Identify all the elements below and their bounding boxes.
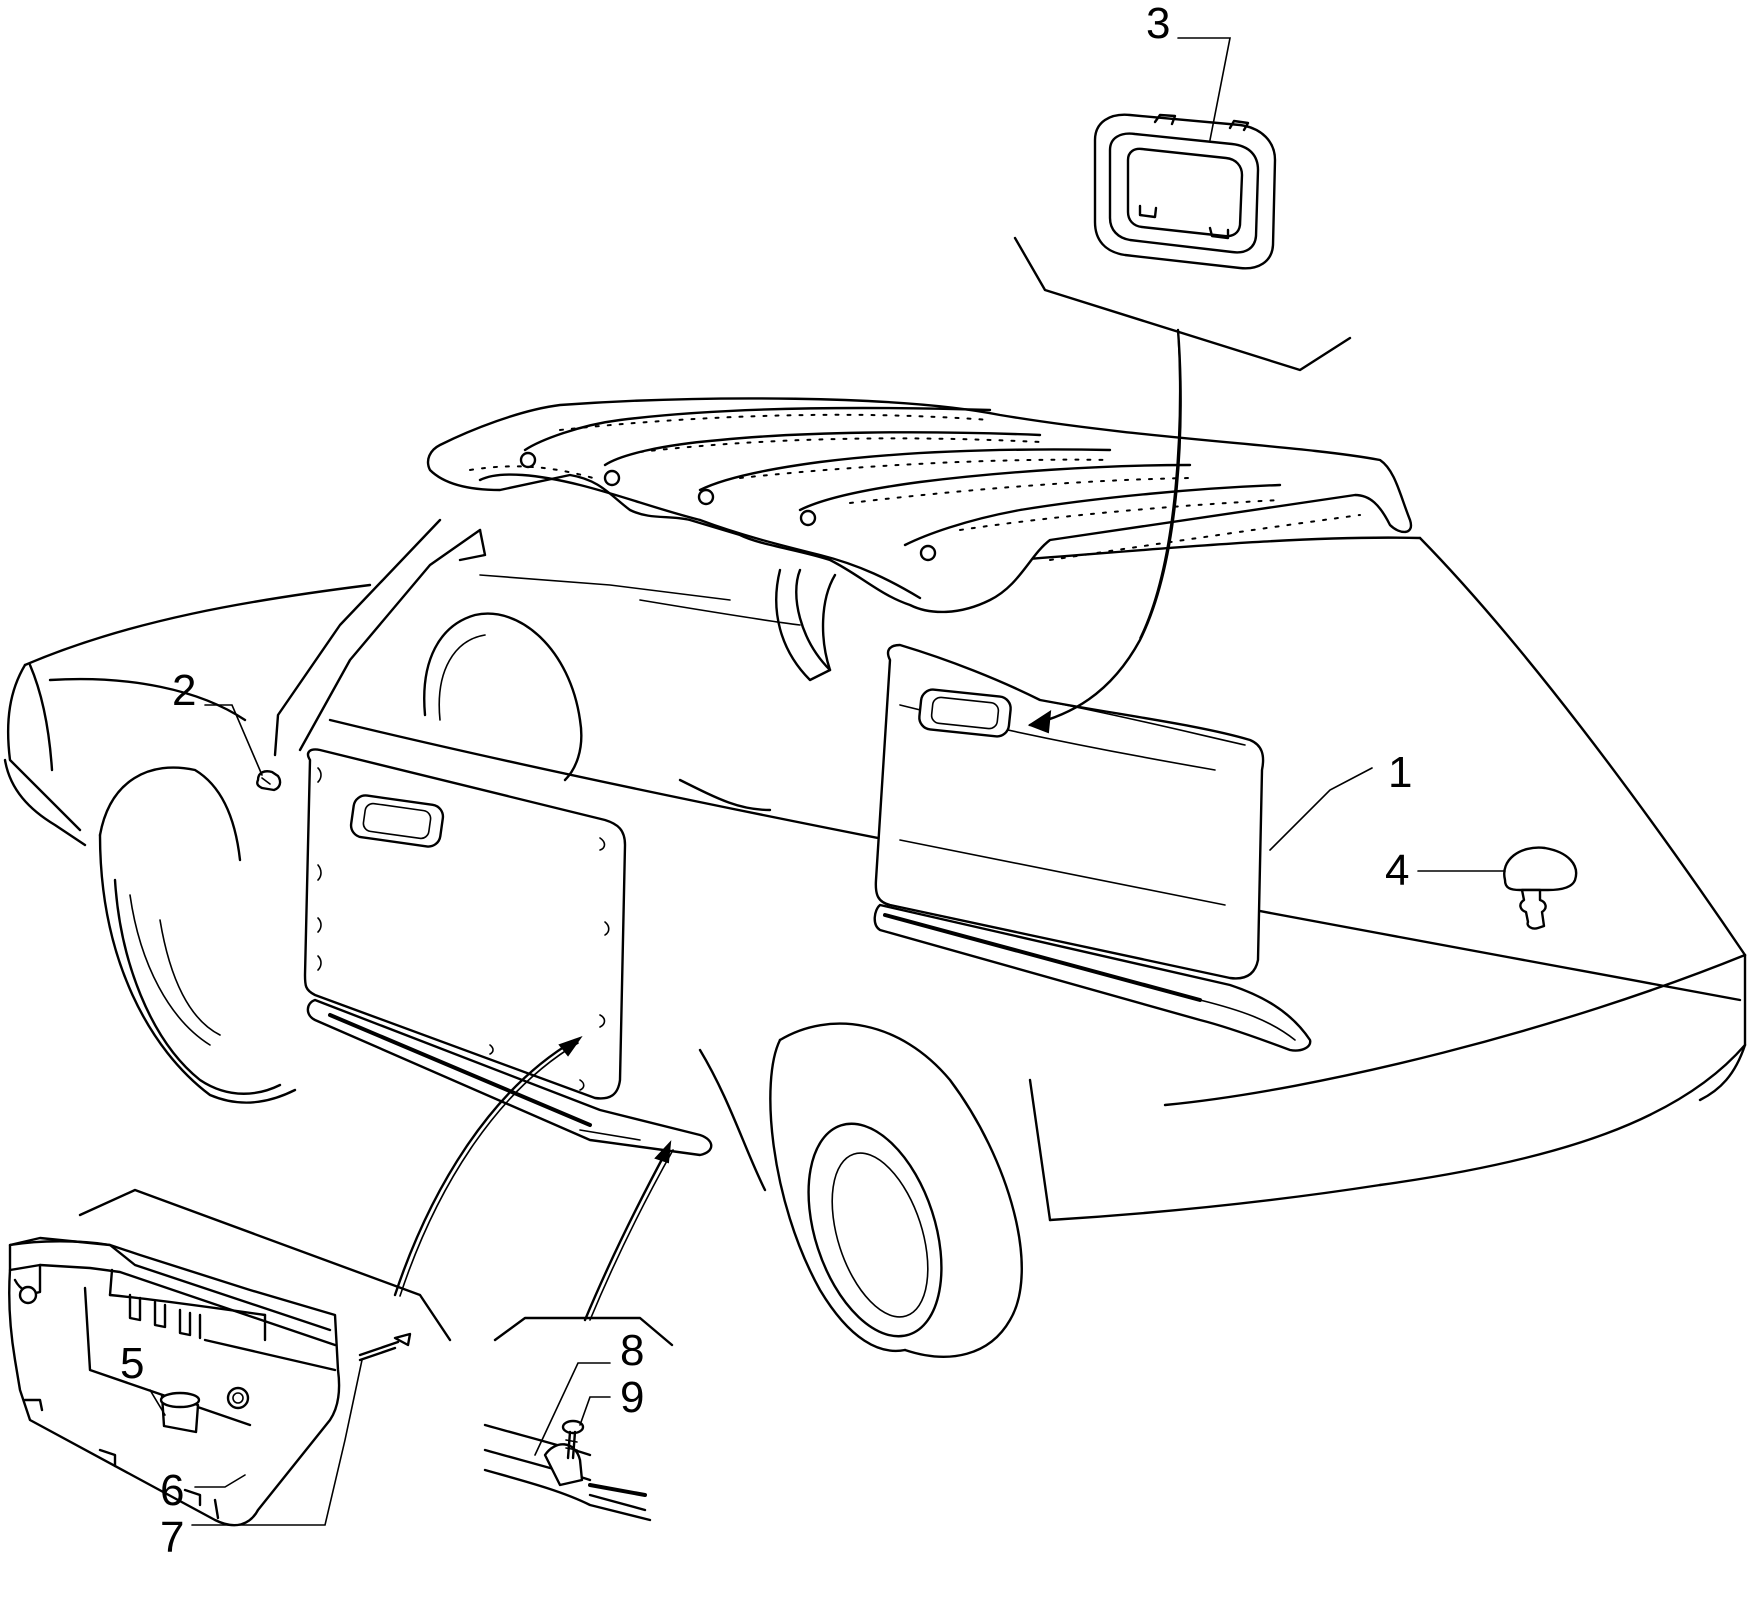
push-clip-4 <box>1503 846 1578 930</box>
front-door-trim-panel <box>303 748 713 1157</box>
rear-side-trim-panel <box>873 643 1312 1052</box>
arrow-sill-to-body <box>583 1140 674 1322</box>
car-body-outline <box>3 518 1747 1222</box>
fastener-clip-2 <box>256 770 282 792</box>
callout-1: 1 <box>1388 748 1412 797</box>
inset-door-pocket-detail <box>8 1188 452 1527</box>
callout-numbers: 3 2 1 4 5 6 7 8 9 <box>120 0 1412 1562</box>
inset-sill-strip-detail <box>483 1316 674 1522</box>
b-pillar <box>775 568 837 682</box>
leader-lines <box>149 37 1506 1526</box>
roof-headliner <box>426 397 1413 614</box>
rear-wheel <box>769 1022 1023 1358</box>
callout-7: 7 <box>160 1513 184 1562</box>
callout-2: 2 <box>172 666 196 715</box>
front-wheel <box>98 766 297 1104</box>
callout-9: 9 <box>620 1373 644 1422</box>
inner-arch-outline <box>423 612 583 782</box>
callout-4: 4 <box>1385 846 1409 895</box>
lamp-mount-bracket-line <box>1013 236 1352 372</box>
callout-8: 8 <box>620 1326 644 1375</box>
arrow-pocket-to-door <box>393 1036 583 1297</box>
arrow-lamp-to-panel <box>1027 328 1182 734</box>
dome-lamp-bezel <box>1093 113 1277 270</box>
callout-5: 5 <box>120 1339 144 1388</box>
callout-6: 6 <box>160 1466 184 1515</box>
callout-3: 3 <box>1146 0 1170 48</box>
